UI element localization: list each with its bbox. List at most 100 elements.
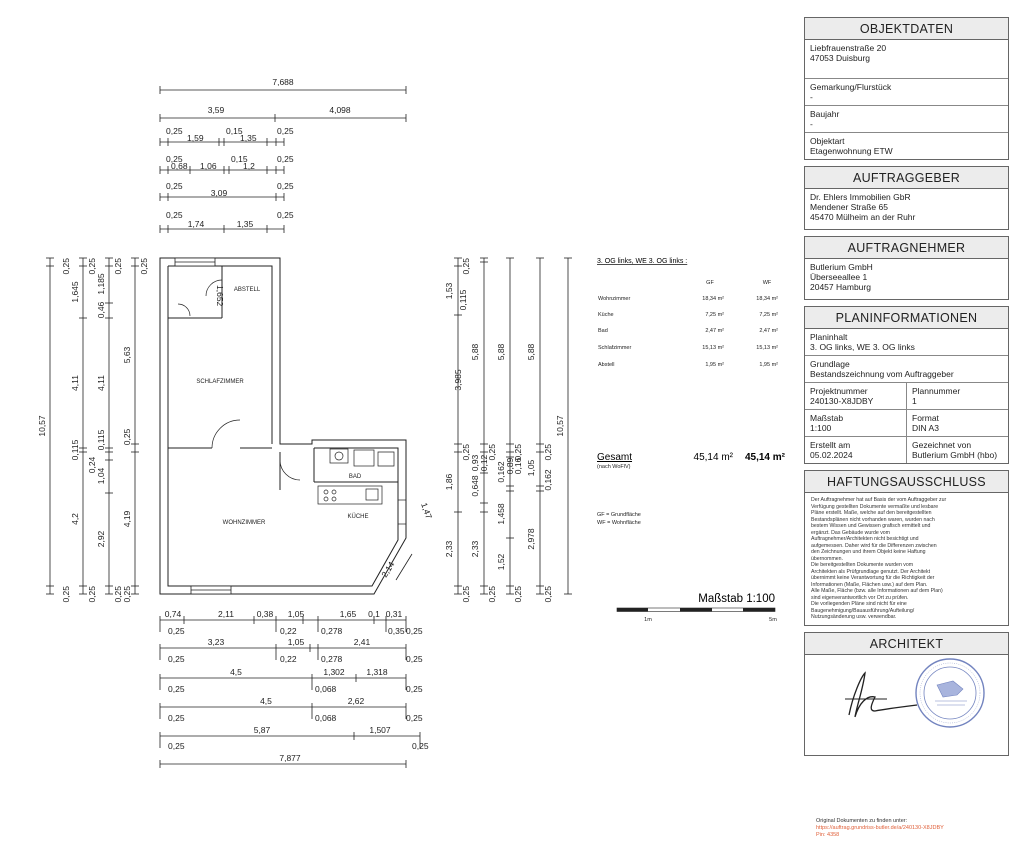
dim-label: 1,2 xyxy=(243,161,255,171)
dim-label: 4,2 xyxy=(70,513,80,525)
dim-label: 4,11 xyxy=(70,375,80,391)
dim-label: 4,19 xyxy=(122,510,132,527)
dim-label: 0,25 xyxy=(277,181,294,191)
dim-label: 1,86 xyxy=(444,473,454,490)
windows xyxy=(174,257,232,595)
dim-label: 7,688 xyxy=(272,77,294,87)
field-label: Maßstab xyxy=(810,413,844,423)
dim-label: 2,33 xyxy=(444,540,454,557)
dim-label: 0,25 xyxy=(461,258,471,275)
dim-label: 10,57 xyxy=(555,415,565,437)
dim-label: 0,25 xyxy=(168,684,185,694)
field-value: 05.02.2024 xyxy=(810,450,853,460)
signature-stamp-image xyxy=(845,657,985,728)
field-value: Mendener Straße 65 xyxy=(810,202,888,212)
footer-note: Original Dokumenten zu finden unter: xyxy=(816,818,908,824)
section-title: ARCHITEKT xyxy=(805,632,1008,655)
dim-label: 0,25 xyxy=(166,126,183,136)
col-gf: GF xyxy=(706,280,714,286)
document-link[interactable]: https://auftrag.grundriss-butler.de/a/24… xyxy=(816,825,944,831)
dim-label: 0,25 xyxy=(87,258,97,275)
dim-label: 0,22 xyxy=(280,626,297,636)
dim-label: 0,25 xyxy=(543,444,553,461)
architect-signature-area xyxy=(805,655,1008,755)
total-gf: 45,14 m² xyxy=(694,452,734,463)
row-wf: 15,13 m² xyxy=(756,345,778,351)
dim-label: 0,25 xyxy=(166,210,183,220)
auftragnehmer-section: AUFTRAGNEHMER Butlerium GmbH Überseealle… xyxy=(804,236,1009,300)
room-label-abstell: ABSTELL xyxy=(234,287,261,293)
dim-label: 1,318 xyxy=(366,667,388,677)
scale-1m: 1m xyxy=(644,617,652,623)
dim-label: 0,25 xyxy=(166,181,183,191)
dim-label: 0,16 xyxy=(513,457,523,474)
field-value: Dr. Ehlers Immobilien GbR xyxy=(810,192,911,202)
field-value: - xyxy=(810,119,813,129)
dim-label: 0,25 xyxy=(61,258,71,275)
dim-label: 0,25 xyxy=(487,444,497,461)
dim-label: 5,63 xyxy=(122,346,132,363)
dim-label: 0,25 xyxy=(487,586,497,603)
top-dimension-chains xyxy=(159,86,407,233)
dim-label: 0,648 xyxy=(470,475,480,497)
dim-label: 1,35 xyxy=(237,219,254,229)
footer: Original Dokumenten zu finden unter: htt… xyxy=(816,818,944,839)
scale-bar: Maßstab 1:100 1m 5m xyxy=(616,593,777,623)
field-value: Etagenwohnung ETW xyxy=(810,146,893,156)
dim-label: 0,25 xyxy=(406,626,423,636)
dim-label: 10,57 xyxy=(37,415,47,437)
architect-stamp-icon xyxy=(915,657,985,728)
dim-label: 0,25 xyxy=(139,258,149,275)
walls xyxy=(159,257,407,595)
address-cell: Liebfrauenstraße 20 47053 Duisburg xyxy=(805,40,1008,79)
dim-label: 5,88 xyxy=(470,343,480,360)
field-value: - xyxy=(810,92,813,102)
dim-label: 0,25 xyxy=(122,428,132,445)
room-label-wohnzimmer: WOHNZIMMER xyxy=(223,520,266,526)
dim-label: 0,25 xyxy=(168,713,185,723)
dim-label: 1,05 xyxy=(288,637,305,647)
dim-label: 0,25 xyxy=(122,586,132,603)
dim-label: 0,89 xyxy=(505,457,515,474)
bottom-dimension-chains xyxy=(159,616,421,768)
dim-label: 1,185 xyxy=(96,273,106,295)
dim-label: 0,25 xyxy=(277,154,294,164)
dim-label: 1,05 xyxy=(526,459,536,476)
area-table: 3. OG links, WE 3. OG links : GF WF Wohn… xyxy=(597,258,786,526)
dim-label: 1,59 xyxy=(187,133,204,143)
dim-label: 1,652 xyxy=(215,285,225,307)
dim-label: 0,31 xyxy=(386,609,403,619)
dim-label: 0,35 xyxy=(388,626,405,636)
dim-label: 1,04 xyxy=(96,467,106,484)
projekt-row: Projektnummer 240130-X8JDBY Plannummer 1 xyxy=(805,383,1008,410)
dim-label: 4,098 xyxy=(329,105,351,115)
total-label: Gesamt xyxy=(597,452,632,463)
dim-label: 0,25 xyxy=(166,154,183,164)
info-panel: OBJEKTDATEN Liebfrauenstraße 20 47053 Du… xyxy=(804,17,1009,762)
architekt-section: ARCHITEKT xyxy=(804,631,1009,756)
field-label: Plannummer xyxy=(912,386,961,396)
dim-label: 4,5 xyxy=(260,696,272,706)
top-dimension-labels: 7,688 3,59 4,098 0,25 1,59 0,15 1,35 0,2… xyxy=(166,77,351,229)
field-value: 1:100 xyxy=(810,423,832,433)
bath-fixtures xyxy=(329,448,395,467)
dim-label: 0,15 xyxy=(231,154,248,164)
signature-icon xyxy=(848,670,918,717)
planinhalt-cell: Planinhalt 3. OG links, WE 3. OG links xyxy=(805,329,1008,356)
field-label: Format xyxy=(912,413,939,423)
section-title: AUFTRAGNEHMER xyxy=(805,237,1008,259)
dim-label: 1,645 xyxy=(70,281,80,303)
row-wf: 7,25 m² xyxy=(759,312,778,318)
dim-label: 1,458 xyxy=(496,503,506,525)
dim-label: 0,25 xyxy=(168,654,185,664)
section-title: AUFTRAGGEBER xyxy=(805,167,1008,189)
auftraggeber-cell: Dr. Ehlers Immobilien GbR Mendener Straß… xyxy=(805,189,1008,229)
field-value: 1 xyxy=(912,396,917,406)
dim-label: 0,115 xyxy=(70,439,80,460)
field-label: Objektart xyxy=(810,136,845,146)
auftraggeber-section: AUFTRAGGEBER Dr. Ehlers Immobilien GbR M… xyxy=(804,166,1009,230)
dim-label: 1,507 xyxy=(369,725,391,735)
dim-label: 0,25 xyxy=(168,626,185,636)
field-label: Gezeichnet von xyxy=(912,440,972,450)
dim-label: 0,25 xyxy=(406,684,423,694)
